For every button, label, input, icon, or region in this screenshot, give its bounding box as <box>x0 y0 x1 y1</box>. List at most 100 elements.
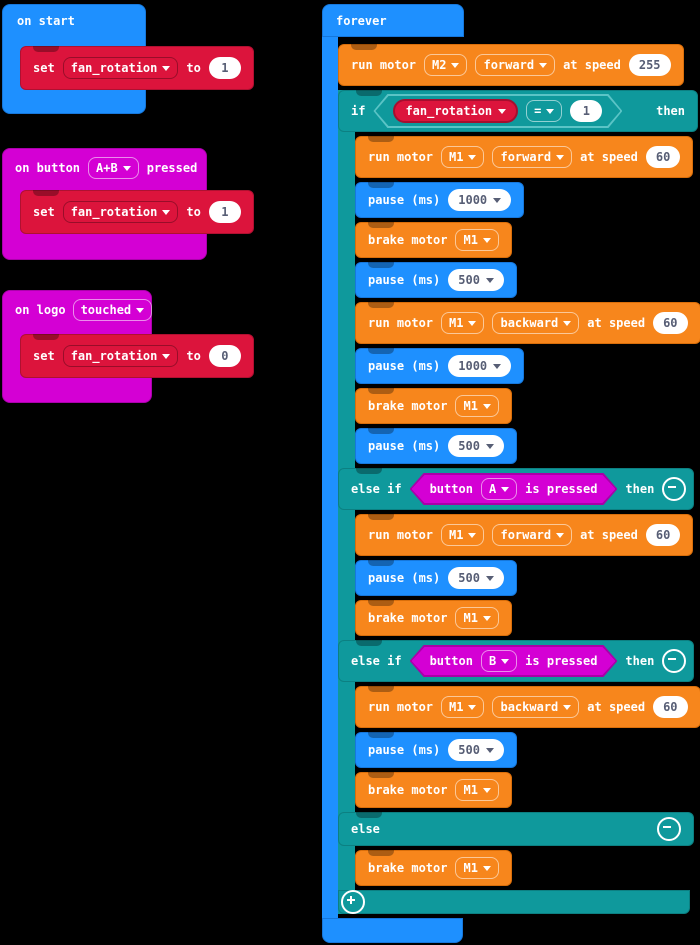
button-dropdown[interactable]: B <box>481 650 517 672</box>
motor-choice: M1 <box>449 316 464 330</box>
direction-dropdown[interactable]: forward <box>475 54 556 76</box>
direction-dropdown[interactable]: backward <box>492 696 580 718</box>
button-pressed-condition[interactable]: button A is pressed <box>410 473 618 505</box>
direction-dropdown[interactable]: forward <box>492 146 573 168</box>
motor-dropdown[interactable]: M1 <box>455 229 499 251</box>
is-pressed-label: is pressed <box>525 654 598 668</box>
dropdown-arrow-icon <box>501 487 509 492</box>
button-dropdown[interactable]: A <box>481 478 517 500</box>
pause-block[interactable]: pause (ms) 500 <box>355 428 517 464</box>
if-block-header[interactable]: if fan_rotation = 1 then <box>338 90 698 132</box>
pause-block[interactable]: pause (ms) 1000 <box>355 182 525 218</box>
operator-dropdown[interactable]: = <box>526 100 562 122</box>
speed-input[interactable]: 60 <box>653 312 688 334</box>
dropdown-arrow-icon <box>136 308 145 313</box>
pause-block[interactable]: pause (ms) 500 <box>355 560 517 596</box>
motor-dropdown[interactable]: M1 <box>455 607 499 629</box>
pause-block[interactable]: pause (ms) 1000 <box>355 348 525 384</box>
set-variable-block[interactable]: set fan_rotation to 1 <box>20 190 254 234</box>
motor-dropdown[interactable]: M1 <box>455 779 499 801</box>
pause-duration-dropdown[interactable]: 1000 <box>448 189 512 211</box>
add-branch-button[interactable] <box>341 890 365 914</box>
direction-dropdown[interactable]: forward <box>492 524 573 546</box>
motor-choice: M1 <box>449 700 464 714</box>
brake-motor-block[interactable]: brake motor M1 <box>355 850 512 886</box>
direction-dropdown[interactable]: backward <box>492 312 580 334</box>
run-motor-block[interactable]: run motor M1 backward at speed 60 <box>355 302 700 344</box>
on-start-label: on start <box>17 14 75 28</box>
variable-pill[interactable]: fan_rotation <box>393 99 518 123</box>
pause-label: pause (ms) <box>368 273 441 287</box>
to-label: to <box>186 205 201 219</box>
value-input[interactable]: 0 <box>208 345 241 367</box>
variable-name: fan_rotation <box>70 349 158 363</box>
dropdown-arrow-icon <box>556 155 565 160</box>
motor-dropdown[interactable]: M1 <box>455 395 499 417</box>
motor-dropdown[interactable]: M1 <box>455 857 499 879</box>
run-motor-block[interactable]: run motor M1 forward at speed 60 <box>355 136 694 178</box>
motor-dropdown[interactable]: M1 <box>441 524 485 546</box>
button-choice: A+B <box>96 161 118 175</box>
to-label: to <box>186 349 201 363</box>
else-row[interactable]: else <box>338 812 694 846</box>
set-label: set <box>33 205 55 219</box>
compare-value-input[interactable]: 1 <box>570 100 602 122</box>
pause-block[interactable]: pause (ms) 500 <box>355 732 517 768</box>
speed-input[interactable]: 255 <box>628 54 671 76</box>
pause-duration-dropdown[interactable]: 500 <box>448 269 504 291</box>
remove-branch-button[interactable] <box>662 649 687 673</box>
pause-duration: 1000 <box>458 193 488 207</box>
variable-dropdown[interactable]: fan_rotation <box>62 201 179 223</box>
variable-dropdown[interactable]: fan_rotation <box>62 345 179 367</box>
brake-motor-block[interactable]: brake motor M1 <box>355 600 512 636</box>
value-input[interactable]: 1 <box>208 201 241 223</box>
then-label: then <box>656 104 685 118</box>
brake-motor-block[interactable]: brake motor M1 <box>355 772 512 808</box>
motor-choice: M1 <box>449 528 464 542</box>
motor-choice: M1 <box>463 783 478 797</box>
pause-duration-dropdown[interactable]: 500 <box>448 435 504 457</box>
speed-input[interactable]: 60 <box>653 696 688 718</box>
on-logo-label: on logo <box>15 303 66 317</box>
brake-motor-block[interactable]: brake motor M1 <box>355 222 512 258</box>
motor-choice: M1 <box>463 399 478 413</box>
speed-input[interactable]: 60 <box>645 146 681 168</box>
at-speed-label: at speed <box>563 58 621 72</box>
pause-duration-dropdown[interactable]: 500 <box>448 567 504 589</box>
pause-block[interactable]: pause (ms) 500 <box>355 262 517 298</box>
brake-motor-block[interactable]: brake motor M1 <box>355 388 512 424</box>
value-input[interactable]: 1 <box>208 57 241 79</box>
pause-label: pause (ms) <box>368 571 441 585</box>
remove-branch-button[interactable] <box>662 477 687 501</box>
brake-motor-label: brake motor <box>368 233 448 247</box>
pause-duration: 500 <box>458 273 480 287</box>
remove-branch-button[interactable] <box>657 817 681 841</box>
motor-dropdown[interactable]: M1 <box>441 146 485 168</box>
motor-dropdown[interactable]: M2 <box>424 54 468 76</box>
pause-duration-dropdown[interactable]: 500 <box>448 739 504 761</box>
button-label: button <box>429 482 473 496</box>
set-label: set <box>33 61 55 75</box>
forever-block-header[interactable]: forever <box>322 4 464 37</box>
run-motor-block[interactable]: run motor M1 backward at speed 60 <box>355 686 700 728</box>
gesture-dropdown[interactable]: touched <box>72 299 153 321</box>
set-variable-block[interactable]: set fan_rotation to 1 <box>20 46 254 90</box>
set-variable-block[interactable]: set fan_rotation to 0 <box>20 334 254 378</box>
if-label: if <box>351 104 366 118</box>
speed-input[interactable]: 60 <box>645 524 681 546</box>
elseif-row[interactable]: else if button A is pressed then <box>338 468 694 510</box>
at-speed-label: at speed <box>580 150 638 164</box>
motor-dropdown[interactable]: M1 <box>441 312 485 334</box>
run-motor-block[interactable]: run motor M2 forward at speed 255 <box>338 44 684 86</box>
motor-dropdown[interactable]: M1 <box>441 696 485 718</box>
variable-dropdown[interactable]: fan_rotation <box>62 57 179 79</box>
elseif-label: else if <box>351 654 402 668</box>
elseif-row[interactable]: else if button B is pressed then <box>338 640 694 682</box>
pause-duration-dropdown[interactable]: 1000 <box>448 355 512 377</box>
button-pressed-condition[interactable]: button B is pressed <box>410 645 618 677</box>
button-dropdown[interactable]: A+B <box>88 157 139 179</box>
run-motor-block[interactable]: run motor M1 forward at speed 60 <box>355 514 694 556</box>
button-choice: B <box>488 654 497 668</box>
direction-choice: backward <box>500 700 559 714</box>
dropdown-arrow-icon <box>556 533 565 538</box>
